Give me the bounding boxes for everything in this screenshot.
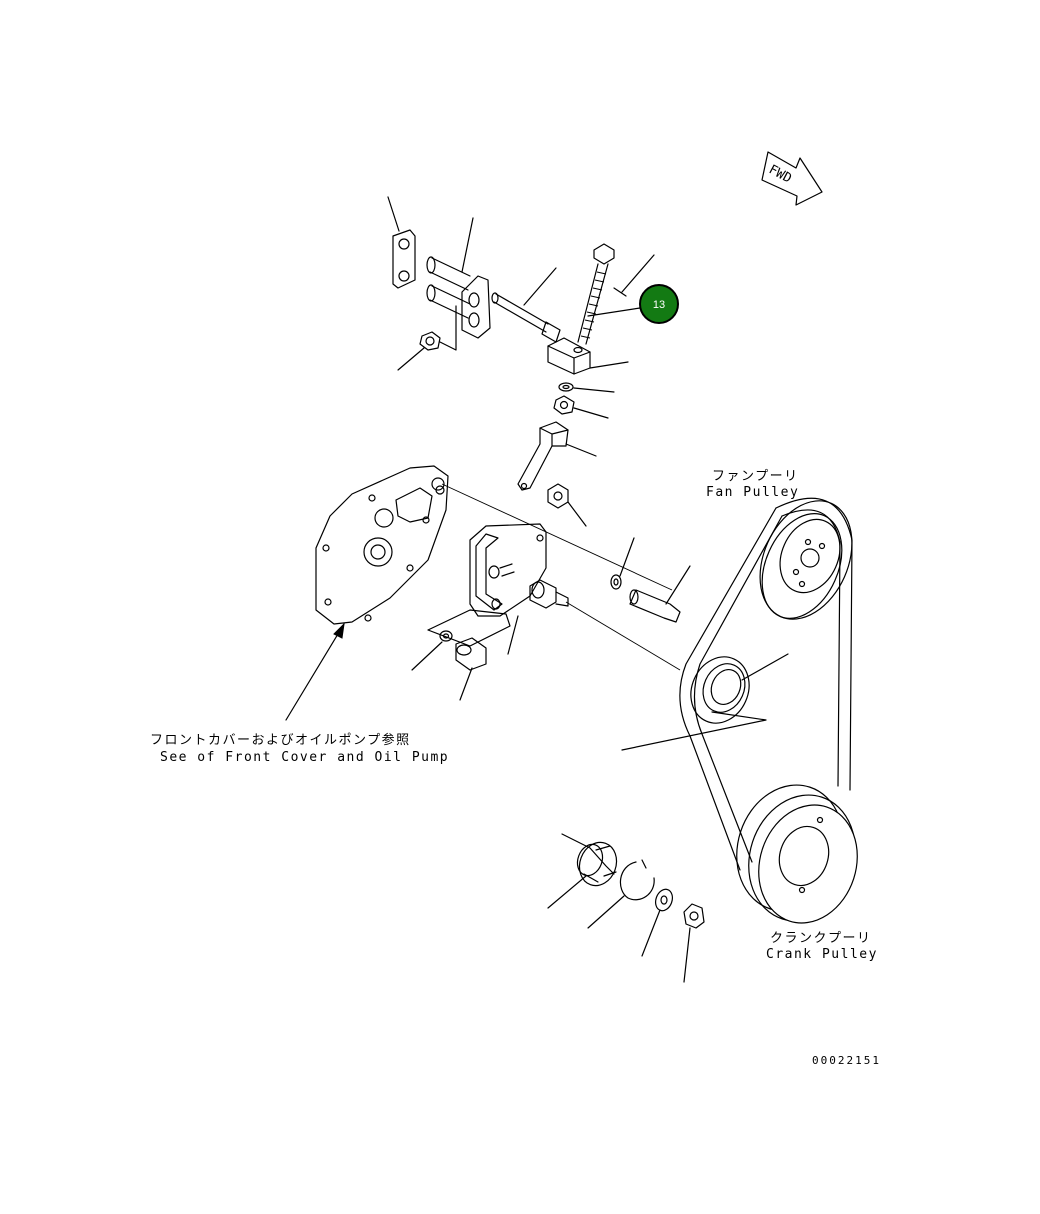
washer-and-stud-right bbox=[610, 537, 691, 623]
front-cover-label-jp: フロントカバーおよびオイルポンプ参照 bbox=[150, 732, 411, 748]
small-bracket-plate bbox=[387, 196, 416, 289]
fan-pulley-label-en: Fan Pulley bbox=[706, 485, 799, 500]
idler-pulley bbox=[621, 653, 789, 751]
bearing-assembly bbox=[547, 833, 618, 909]
fwd-label: FWD bbox=[766, 162, 794, 186]
front-cover-plate bbox=[315, 465, 449, 625]
crank-pulley-label-jp: クランクプーリ bbox=[770, 931, 872, 946]
fan-pulley-label-jp: ファンプーリ bbox=[712, 469, 799, 484]
tensioner-shaft bbox=[441, 483, 681, 671]
crank-pulley bbox=[736, 784, 858, 924]
front-cover-pointer-arrow bbox=[285, 622, 345, 721]
flat-washer bbox=[641, 888, 674, 957]
hex-nut bbox=[683, 903, 705, 983]
pivot-bracket bbox=[461, 275, 491, 339]
callout-circle[interactable] bbox=[639, 284, 679, 324]
fwd-direction-arrow: FWD bbox=[761, 151, 823, 206]
crank-pulley-label-en: Crank Pulley bbox=[766, 947, 878, 962]
callout-13[interactable]: 13 bbox=[639, 284, 679, 324]
drawing-code: 00022151 bbox=[812, 1054, 881, 1067]
nut-middle bbox=[547, 483, 587, 527]
long-bolt bbox=[491, 267, 561, 343]
cotter-pin bbox=[613, 254, 655, 297]
callout-number[interactable]: 13 bbox=[653, 299, 665, 311]
adjusting-block bbox=[547, 337, 629, 375]
nut-left bbox=[397, 305, 457, 371]
v-belt bbox=[679, 497, 853, 871]
fan-pulley bbox=[759, 500, 853, 620]
washer-and-nut bbox=[553, 382, 615, 419]
front-cover-label-en: See of Front Cover and Oil Pump bbox=[160, 750, 449, 765]
adjusting-arm bbox=[517, 421, 597, 491]
washer-and-bolt-lower-left bbox=[411, 609, 519, 701]
adjusting-bolt bbox=[577, 243, 641, 345]
bushing-pins bbox=[426, 217, 474, 319]
snap-ring bbox=[587, 859, 655, 929]
